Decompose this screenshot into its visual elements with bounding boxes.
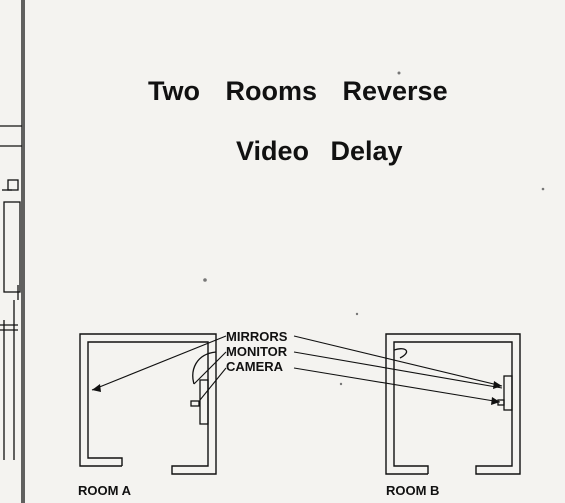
room-a-label: ROOM A xyxy=(78,483,131,498)
room-a-camera-monitor xyxy=(190,351,217,425)
paper-specks xyxy=(203,71,545,386)
room-a-outline xyxy=(79,333,217,475)
pointer-arrowheads xyxy=(92,381,502,405)
label-mirrors: MIRRORS xyxy=(226,329,288,344)
label-camera: CAMERA xyxy=(226,359,284,374)
diagram-title-line-2: Video Delay xyxy=(236,136,403,166)
pointer-lines xyxy=(91,335,503,403)
room-b-label: ROOM B xyxy=(386,483,440,498)
diagram-title-line-1: Two Rooms Reverse xyxy=(148,76,448,106)
room-b-camera-monitor xyxy=(393,348,513,411)
label-monitor: MONITOR xyxy=(226,344,288,359)
cropped-left-drawing xyxy=(0,0,25,503)
room-b-outline xyxy=(385,333,521,475)
